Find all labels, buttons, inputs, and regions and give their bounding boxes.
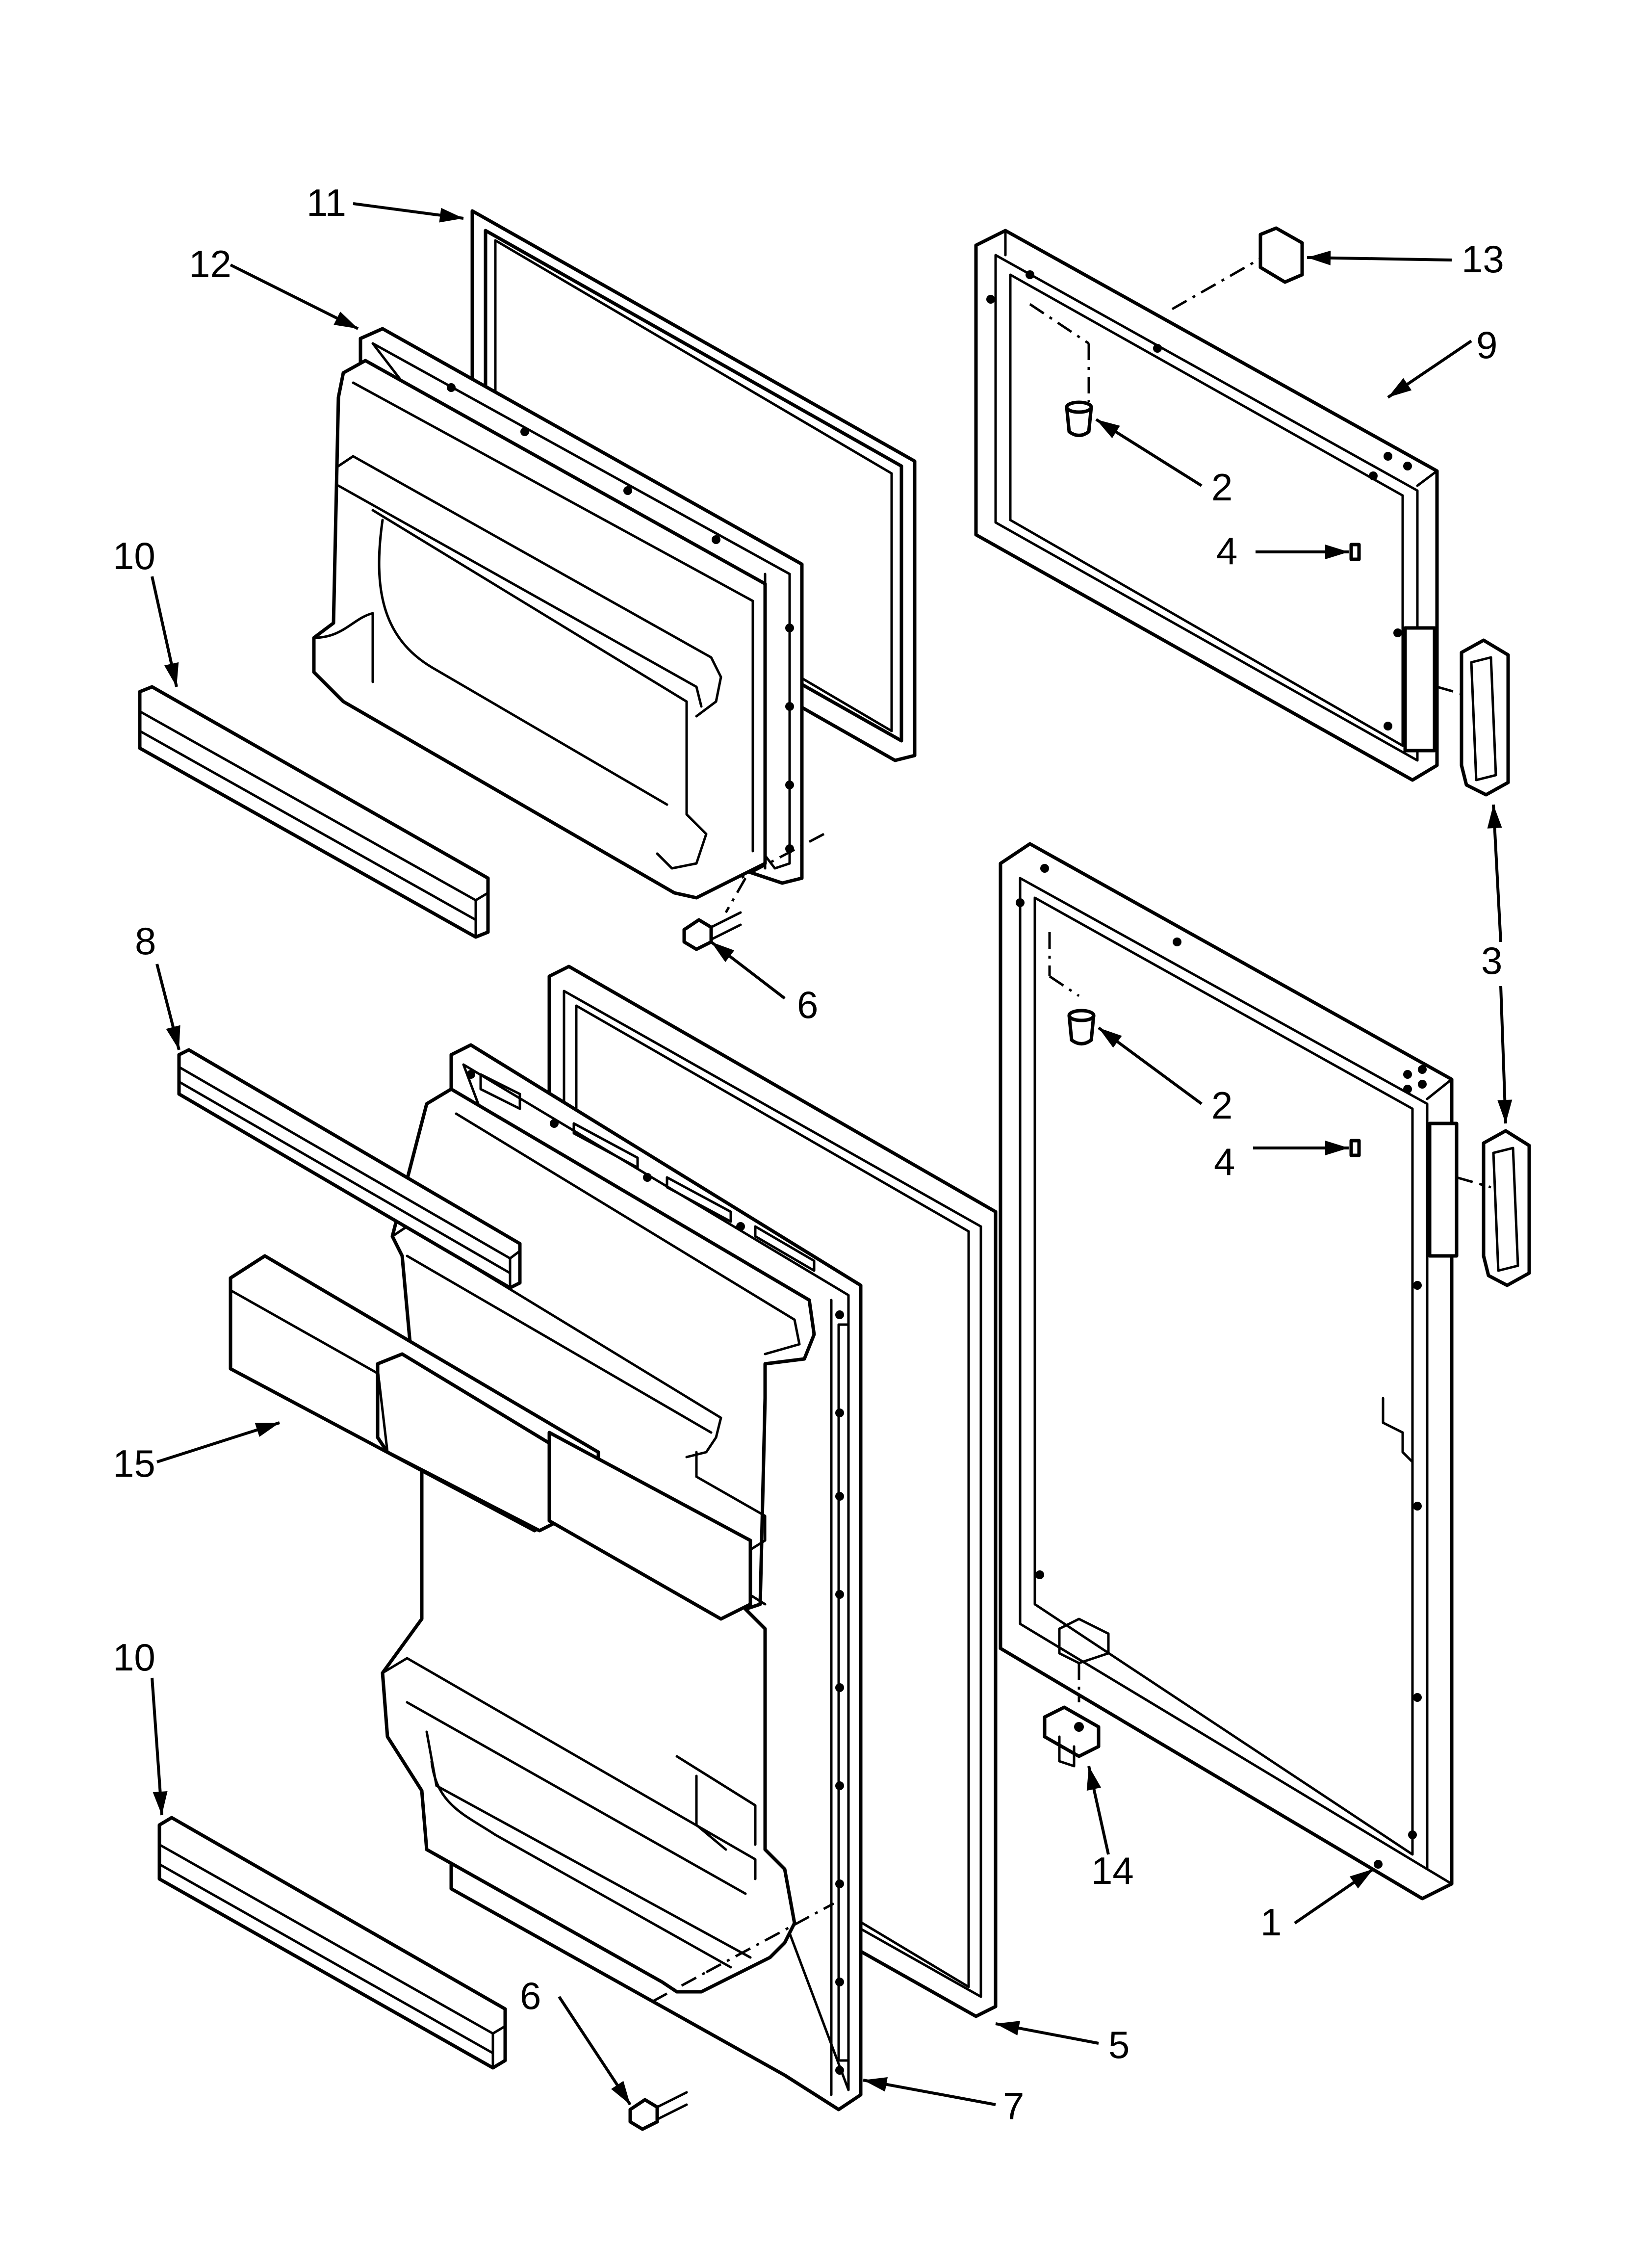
- freezer-door-trim: [138, 685, 490, 939]
- callout-11: 11: [307, 181, 346, 224]
- callout-6-lower: 6: [520, 1974, 541, 2017]
- callout-labels: 11 12 10 6 8 15 10 6 7 5 1 14 13 9 2 4 3…: [113, 181, 1504, 2128]
- door-handle-upper: [1460, 638, 1510, 797]
- fresh-food-door-trim-lower: [157, 1816, 507, 2070]
- callout-3: 3: [1481, 939, 1502, 982]
- callout-5: 5: [1108, 2023, 1129, 2066]
- leader-4-lower: [1253, 1141, 1349, 1155]
- callout-10-lower: 10: [113, 1636, 155, 1679]
- leader-13: [1307, 250, 1452, 265]
- leader-5: [995, 2021, 1099, 2045]
- hinge-screw-lower: [628, 2091, 688, 2131]
- leader-1: [1294, 1868, 1374, 1925]
- freezer-outer-door: [974, 229, 1472, 782]
- leader-2-lower: [1098, 1026, 1203, 1105]
- door-handle-lower: [1482, 1129, 1531, 1287]
- rating-label: [1258, 226, 1304, 284]
- callout-14: 14: [1091, 1849, 1134, 1892]
- leader-8: [155, 964, 180, 1050]
- callout-9: 9: [1476, 323, 1497, 366]
- dairy-compartment: [229, 1254, 752, 1621]
- callout-8: 8: [135, 919, 156, 963]
- leader-3-down: [1497, 986, 1513, 1124]
- leader-6-upper: [710, 940, 786, 1000]
- callout-7: 7: [1003, 2085, 1024, 2128]
- leader-4-upper: [1256, 545, 1349, 559]
- leader-3-up: [1487, 804, 1502, 942]
- callout-12: 12: [189, 242, 231, 286]
- callout-10-upper: 10: [113, 534, 155, 577]
- leader-9: [1387, 339, 1472, 399]
- callout-4-upper: 4: [1216, 529, 1237, 573]
- leader-14: [1086, 1766, 1110, 1855]
- callout-13: 13: [1462, 237, 1504, 281]
- callout-2-lower: 2: [1211, 1084, 1232, 1127]
- callout-1: 1: [1260, 1901, 1282, 1944]
- fresh-food-outer-door: [999, 842, 1491, 1901]
- leader-10-upper: [151, 576, 179, 687]
- callout-4-lower: 4: [1214, 1140, 1235, 1183]
- leader-7: [863, 2077, 996, 2106]
- leader-15: [156, 1421, 280, 1463]
- leader-2-upper: [1095, 418, 1203, 487]
- leader-12: [230, 263, 359, 330]
- leader-11: [353, 202, 464, 223]
- freezer-door-liner: [312, 327, 825, 913]
- leader-10-lower: [151, 1677, 168, 1816]
- callout-2-upper: 2: [1211, 466, 1232, 509]
- callout-15: 15: [113, 1442, 155, 1485]
- callout-leaders: [151, 202, 1513, 2106]
- leader-6-lower: [558, 1996, 632, 2106]
- fresh-food-door-trim-upper: [177, 1048, 522, 1290]
- callout-6-upper: 6: [797, 983, 818, 1026]
